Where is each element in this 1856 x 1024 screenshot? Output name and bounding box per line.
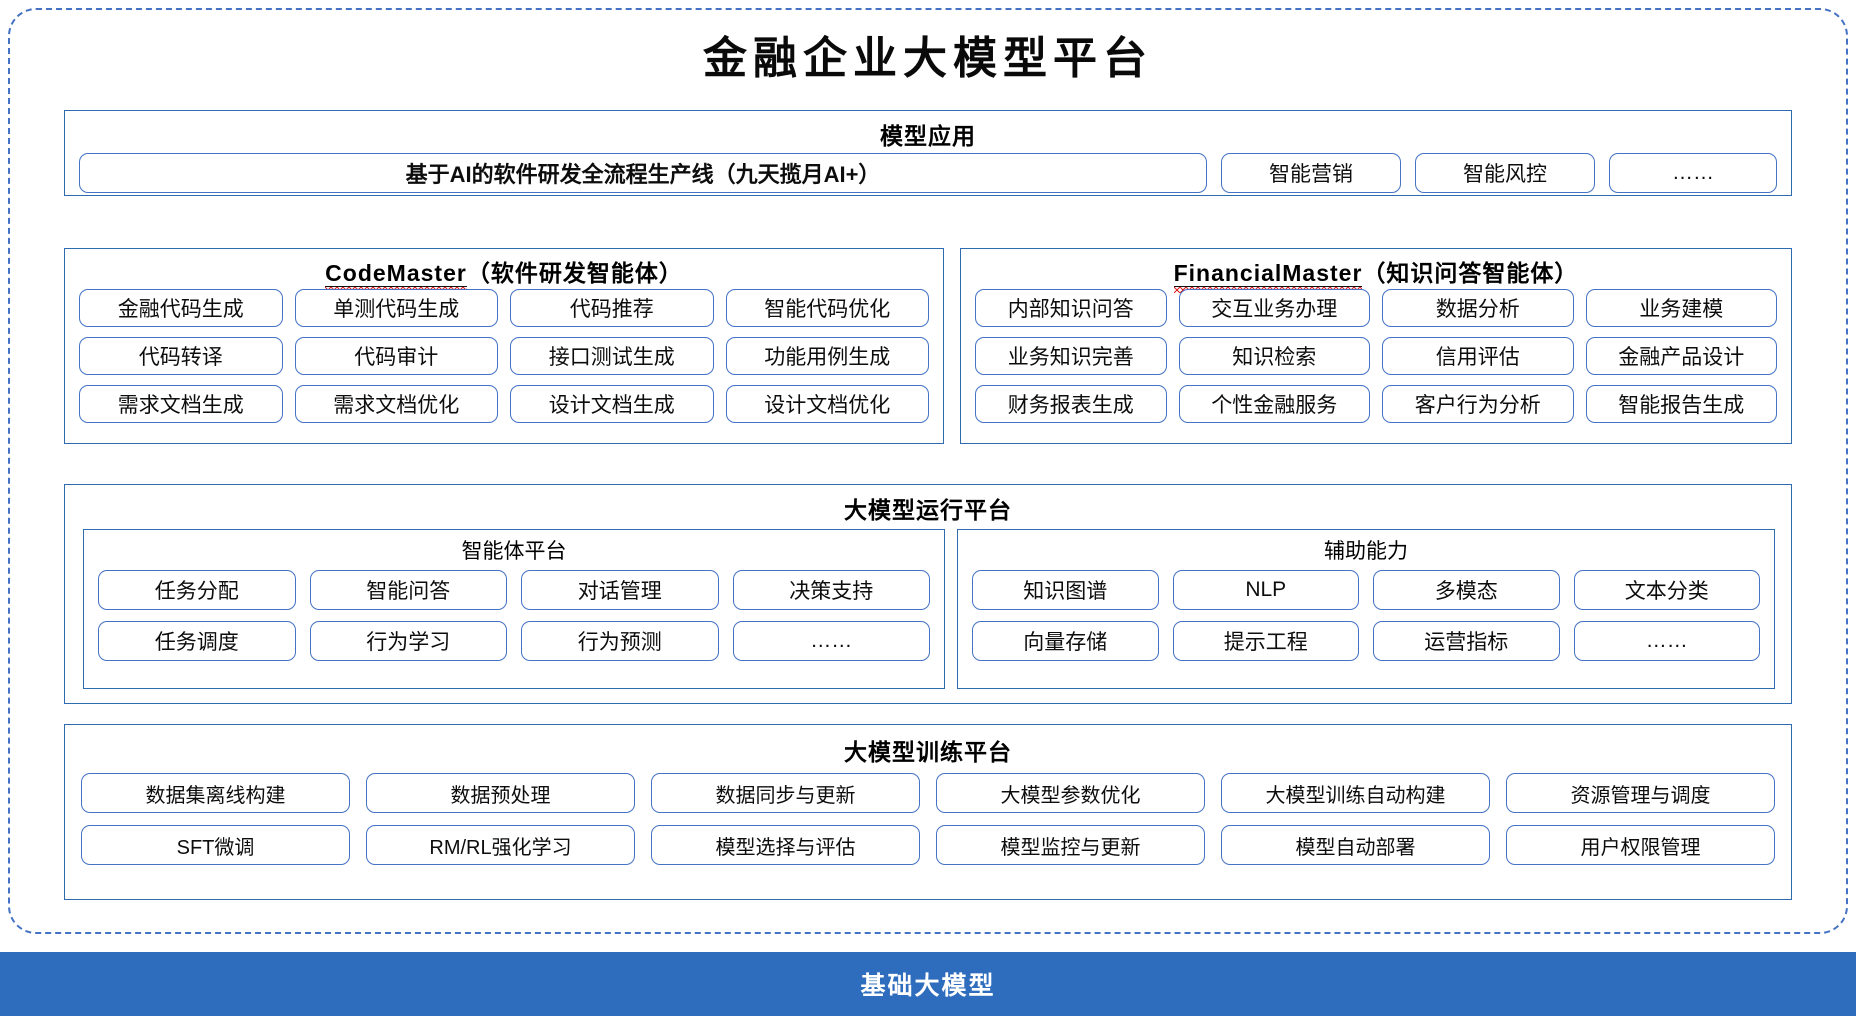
- list-item[interactable]: 大模型参数优化: [936, 773, 1205, 813]
- list-item[interactable]: 财务报表生成: [975, 385, 1167, 423]
- list-item[interactable]: 客户行为分析: [1382, 385, 1574, 423]
- list-item[interactable]: 金融代码生成: [79, 289, 283, 327]
- list-item[interactable]: 运营指标: [1373, 621, 1560, 661]
- subpanel-auxiliary-capability: 辅助能力 知识图谱 NLP 多模态 文本分类 向量存储 提示工程 运营指标 ……: [957, 529, 1775, 689]
- panel-model-training: 大模型训练平台 数据集离线构建 数据预处理 数据同步与更新 大模型参数优化 大模…: [64, 724, 1792, 900]
- list-item[interactable]: NLP: [1172, 570, 1359, 610]
- list-item[interactable]: 知识图谱: [972, 570, 1159, 610]
- list-item[interactable]: 智能代码优化: [725, 289, 929, 327]
- list-item[interactable]: 模型选择与评估: [651, 825, 920, 865]
- list-item[interactable]: 内部知识问答: [975, 289, 1167, 327]
- list-item[interactable]: 对话管理: [521, 570, 719, 610]
- page-title: 金融企业大模型平台: [703, 34, 1153, 83]
- model-applications-row: 基于AI的软件研发全流程生产线（九天揽月AI+） 智能营销 智能风控 ……: [79, 153, 1777, 193]
- panel-title-model-applications: 模型应用: [880, 123, 976, 149]
- list-item[interactable]: SFT微调: [81, 825, 350, 865]
- list-item[interactable]: 业务知识完善: [975, 337, 1167, 375]
- panel-model-runtime: 大模型运行平台 智能体平台 任务分配 智能问答 对话管理 决策支持 任务调度 行…: [64, 484, 1792, 704]
- code-master-name-wrap: CodeMaster: [325, 260, 467, 293]
- list-item[interactable]: 代码审计: [294, 337, 498, 375]
- panel-financial-master: FinancialMaster（知识问答智能体） 内部知识问答 交互业务办理 数…: [960, 248, 1792, 444]
- app-item-ai-pipeline[interactable]: 基于AI的软件研发全流程生产线（九天揽月AI+）: [79, 153, 1207, 193]
- financial-master-title-cn: （知识问答智能体）: [1362, 260, 1579, 286]
- list-item[interactable]: 提示工程: [1172, 621, 1359, 661]
- panel-title-financial-master: FinancialMaster（知识问答智能体）: [961, 254, 1791, 293]
- code-master-title-en: CodeMaster: [325, 260, 467, 287]
- list-item[interactable]: 单测代码生成: [294, 289, 498, 327]
- list-item[interactable]: 数据同步与更新: [651, 773, 920, 813]
- list-item[interactable]: 行为学习: [309, 621, 507, 661]
- list-item[interactable]: 需求文档生成: [79, 385, 283, 423]
- financial-master-name-wrap: FinancialMaster: [1173, 260, 1363, 293]
- list-item[interactable]: 接口测试生成: [510, 337, 714, 375]
- list-item[interactable]: 个性金融服务: [1178, 385, 1370, 423]
- list-item[interactable]: ……: [732, 621, 930, 661]
- subpanel-agent-platform: 智能体平台 任务分配 智能问答 对话管理 决策支持 任务调度 行为学习 行为预测…: [83, 529, 945, 689]
- model-training-grid: 数据集离线构建 数据预处理 数据同步与更新 大模型参数优化 大模型训练自动构建 …: [81, 773, 1775, 865]
- list-item[interactable]: 文本分类: [1573, 570, 1760, 610]
- list-item[interactable]: 用户权限管理: [1506, 825, 1775, 865]
- financial-master-capability-grid: 内部知识问答 交互业务办理 数据分析 业务建模 业务知识完善 知识检索 信用评估…: [975, 289, 1777, 423]
- list-item[interactable]: 大模型训练自动构建: [1221, 773, 1490, 813]
- panel-title-code-master: CodeMaster（软件研发智能体）: [65, 254, 943, 293]
- list-item[interactable]: 决策支持: [732, 570, 930, 610]
- base-model-bar: 基础大模型: [0, 952, 1856, 1016]
- list-item[interactable]: 模型自动部署: [1221, 825, 1490, 865]
- list-item[interactable]: 业务建模: [1585, 289, 1777, 327]
- list-item[interactable]: 需求文档优化: [294, 385, 498, 423]
- list-item[interactable]: 交互业务办理: [1178, 289, 1370, 327]
- list-item[interactable]: 功能用例生成: [725, 337, 929, 375]
- list-item[interactable]: 多模态: [1373, 570, 1560, 610]
- list-item[interactable]: 数据分析: [1382, 289, 1574, 327]
- list-item[interactable]: 知识检索: [1178, 337, 1370, 375]
- list-item[interactable]: 智能报告生成: [1585, 385, 1777, 423]
- subpanel-title-agent-platform: 智能体平台: [461, 540, 567, 563]
- list-item[interactable]: 金融产品设计: [1585, 337, 1777, 375]
- list-item[interactable]: 代码转译: [79, 337, 283, 375]
- panel-model-applications: 模型应用 基于AI的软件研发全流程生产线（九天揽月AI+） 智能营销 智能风控 …: [64, 110, 1792, 196]
- list-item[interactable]: 数据集离线构建: [81, 773, 350, 813]
- list-item[interactable]: 任务调度: [98, 621, 296, 661]
- code-master-title-cn: （软件研发智能体）: [466, 260, 683, 286]
- app-item-smart-risk-control[interactable]: 智能风控: [1415, 153, 1595, 193]
- list-item[interactable]: 信用评估: [1382, 337, 1574, 375]
- panel-title-model-training: 大模型训练平台: [844, 739, 1012, 765]
- list-item[interactable]: RM/RL强化学习: [366, 825, 635, 865]
- list-item[interactable]: 数据预处理: [366, 773, 635, 813]
- code-master-capability-grid: 金融代码生成 单测代码生成 代码推荐 智能代码优化 代码转译 代码审计 接口测试…: [79, 289, 929, 423]
- list-item[interactable]: 向量存储: [972, 621, 1159, 661]
- list-item[interactable]: 资源管理与调度: [1506, 773, 1775, 813]
- list-item[interactable]: 代码推荐: [510, 289, 714, 327]
- list-item[interactable]: ……: [1573, 621, 1760, 661]
- panel-code-master: CodeMaster（软件研发智能体） 金融代码生成 单测代码生成 代码推荐 智…: [64, 248, 944, 444]
- list-item[interactable]: 设计文档优化: [725, 385, 929, 423]
- app-item-more[interactable]: ……: [1609, 153, 1777, 193]
- financial-master-title-en: FinancialMaster: [1173, 260, 1363, 287]
- list-item[interactable]: 模型监控与更新: [936, 825, 1205, 865]
- agent-platform-grid: 任务分配 智能问答 对话管理 决策支持 任务调度 行为学习 行为预测 ……: [98, 570, 930, 661]
- list-item[interactable]: 行为预测: [521, 621, 719, 661]
- auxiliary-capability-grid: 知识图谱 NLP 多模态 文本分类 向量存储 提示工程 运营指标 ……: [972, 570, 1760, 661]
- list-item[interactable]: 任务分配: [98, 570, 296, 610]
- list-item[interactable]: 设计文档生成: [510, 385, 714, 423]
- outer-dashed-frame: [8, 8, 1848, 934]
- subpanel-title-auxiliary-capability: 辅助能力: [1324, 540, 1408, 563]
- panel-title-model-runtime: 大模型运行平台: [844, 497, 1012, 523]
- app-item-smart-marketing[interactable]: 智能营销: [1221, 153, 1401, 193]
- base-model-label: 基础大模型: [860, 972, 996, 1000]
- list-item[interactable]: 智能问答: [309, 570, 507, 610]
